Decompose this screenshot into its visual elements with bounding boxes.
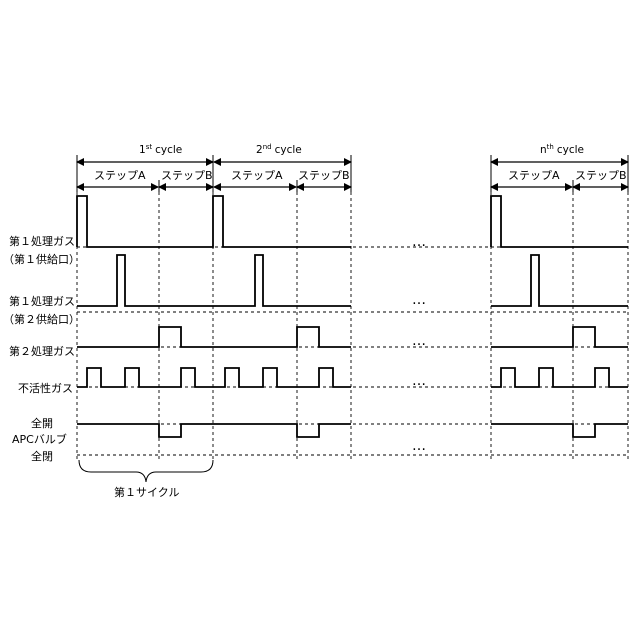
cycle-header-1: 1stcycle [77,143,213,162]
inert-label: 不活性ガス [18,381,73,395]
signal-apc [77,424,628,437]
ellipsis-3: … [412,333,427,349]
gas1-label: 第１処理ガス [9,234,75,248]
cycle-header-2: 2ndcycle [214,143,351,162]
gas2-label: 第２処理ガス [9,344,75,358]
apc-label: APCバルブ [12,432,67,446]
step-b-label-2: ステップB [298,169,350,182]
cycle-n-label: nthcycle [540,143,584,156]
apc-open-label: 全開 [31,416,53,430]
signal-gas2 [77,327,628,347]
boundary-lines [77,155,628,462]
step-b-label-1: ステップB [161,169,213,182]
cycle-header-n: nthcycle [491,143,628,162]
signal-gas1-port1 [77,196,628,247]
ellipsis-5: … [412,438,427,454]
gas1b-label: 第１処理ガス [9,294,75,308]
port1-label: （第１供給口） [3,252,80,266]
step-a-label-1: ステップA [94,169,146,182]
step-a-label-n: ステップA [508,169,560,182]
apc-closed-label: 全閉 [31,449,53,463]
port2-label: （第２供給口） [3,312,80,326]
ellipsis-column: … … … … … [412,234,427,454]
ellipsis-2: … [412,292,427,308]
first-cycle-label: 第１サイクル [114,485,179,499]
ellipsis-4: … [412,373,427,389]
signal-inert [77,368,628,387]
step-b-label-n: ステップB [575,169,627,182]
step-row: ステップA ステップB ステップA ステップB ステップA ステップB [77,169,628,187]
cycle-2-label: 2ndcycle [256,143,302,156]
row-labels: 第１処理ガス （第１供給口） 第１処理ガス （第２供給口） 第２処理ガス 不活性… [3,234,80,463]
signal-gas1-port2 [77,255,628,306]
first-cycle-brace: 第１サイクル [79,460,213,499]
step-a-label-2: ステップA [231,169,283,182]
cycle-1-label: 1stcycle [139,143,182,156]
ellipsis-1: … [412,234,427,250]
